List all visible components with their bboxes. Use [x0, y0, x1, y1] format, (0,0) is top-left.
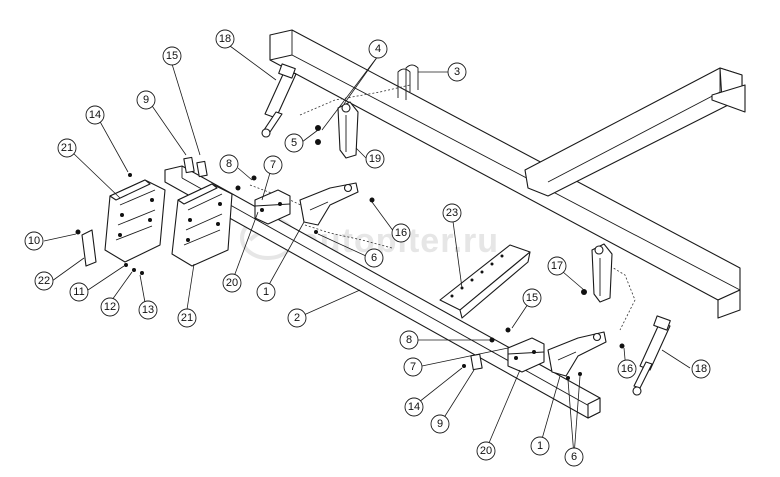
svg-text:6: 6 [371, 252, 377, 264]
callout-6-left: 6 [364, 248, 384, 268]
shank-bracket-left [299, 182, 359, 226]
svg-text:4: 4 [375, 43, 381, 55]
svg-text:16: 16 [395, 227, 407, 239]
nuts-5 [315, 125, 587, 295]
svg-text:20: 20 [226, 277, 238, 289]
callout-21-top: 21 [57, 138, 77, 158]
callout-15-left: 15 [162, 46, 182, 66]
callout-21-bottom: 21 [177, 308, 197, 328]
tool-bar [164, 165, 601, 419]
svg-text:23: 23 [446, 207, 458, 219]
callout-15-right: 15 [522, 288, 542, 308]
callout-8-left: 8 [219, 154, 239, 174]
svg-text:19: 19 [369, 153, 381, 165]
svg-text:21: 21 [61, 142, 73, 154]
clamp-bracket-left [254, 189, 291, 225]
callout-22: 22 [34, 271, 54, 291]
svg-text:5: 5 [291, 137, 297, 149]
u-bolts [397, 64, 419, 100]
wear-plate-22 [81, 229, 97, 267]
callout-7-right: 7 [403, 357, 423, 377]
svg-text:9: 9 [143, 94, 149, 106]
callout-17: 17 [547, 256, 567, 276]
svg-text:2: 2 [294, 312, 300, 324]
callout-14-right: 14 [404, 397, 424, 417]
callout-9-left: 9 [136, 90, 156, 110]
svg-text:1: 1 [537, 440, 543, 452]
hydraulic-cylinder-left [261, 63, 297, 138]
callout-18-top: 18 [215, 29, 235, 49]
svg-text:15: 15 [166, 50, 178, 62]
svg-text:16: 16 [621, 363, 633, 375]
svg-text:11: 11 [73, 286, 84, 298]
callout-8-right: 8 [399, 330, 419, 350]
svg-text:18: 18 [695, 363, 707, 375]
callout-7-left: 7 [263, 155, 283, 175]
callout-1-left: 1 [256, 282, 276, 302]
alignment-lines [249, 84, 636, 331]
bracket-plate-17 [591, 243, 613, 303]
svg-text:8: 8 [406, 334, 412, 346]
svg-text:7: 7 [410, 361, 416, 373]
bracket-plate-19 [337, 101, 359, 159]
leader-lines [43, 45, 691, 457]
callout-11: 11 [69, 282, 89, 302]
svg-text:15: 15 [526, 292, 538, 304]
svg-text:8: 8 [226, 158, 232, 170]
svg-text:12: 12 [104, 301, 116, 313]
callout-12: 12 [100, 297, 120, 317]
svg-text:1: 1 [263, 286, 269, 298]
callout-6-right: 6 [564, 447, 584, 467]
svg-text:20: 20 [480, 445, 492, 457]
svg-text:14: 14 [408, 401, 420, 413]
clamp-bracket-right [507, 337, 545, 373]
callout-5: 5 [284, 133, 304, 153]
shank-holder-left [104, 179, 166, 263]
svg-text:17: 17 [551, 260, 563, 272]
svg-text:13: 13 [142, 304, 154, 316]
callout-19: 19 [365, 149, 385, 169]
callout-20-left: 20 [222, 273, 242, 293]
callout-23: 23 [442, 203, 462, 223]
svg-text:9: 9 [437, 418, 443, 430]
callout-16-right: 16 [617, 359, 637, 379]
svg-text:6: 6 [571, 451, 577, 463]
spacer-plates-9 [183, 156, 483, 371]
callout-20-right: 20 [476, 441, 496, 461]
callout-14-left: 14 [85, 105, 105, 125]
callout-4: 4 [368, 39, 388, 59]
svg-text:14: 14 [89, 109, 101, 121]
callout-2: 2 [287, 308, 307, 328]
callout-10: 10 [24, 231, 44, 251]
shank-holder-middle [171, 183, 233, 267]
slotted-plate-23 [439, 244, 531, 319]
svg-text:22: 22 [38, 275, 50, 287]
svg-text:10: 10 [28, 235, 40, 247]
hydraulic-cylinder-right [632, 315, 671, 396]
main-frame-beam [269, 29, 741, 319]
svg-text:3: 3 [454, 66, 460, 78]
rear-cross-beam [524, 67, 746, 197]
callout-3: 3 [447, 62, 467, 82]
callout-13: 13 [138, 300, 158, 320]
callout-1-right: 1 [530, 436, 550, 456]
callout-18-bottom: 18 [691, 359, 711, 379]
callout-9-right: 9 [430, 414, 450, 434]
svg-text:21: 21 [181, 312, 193, 324]
svg-text:18: 18 [219, 33, 231, 45]
svg-text:7: 7 [270, 159, 276, 171]
callout-16-left: 16 [391, 223, 411, 243]
shank-bracket-right [547, 331, 607, 377]
